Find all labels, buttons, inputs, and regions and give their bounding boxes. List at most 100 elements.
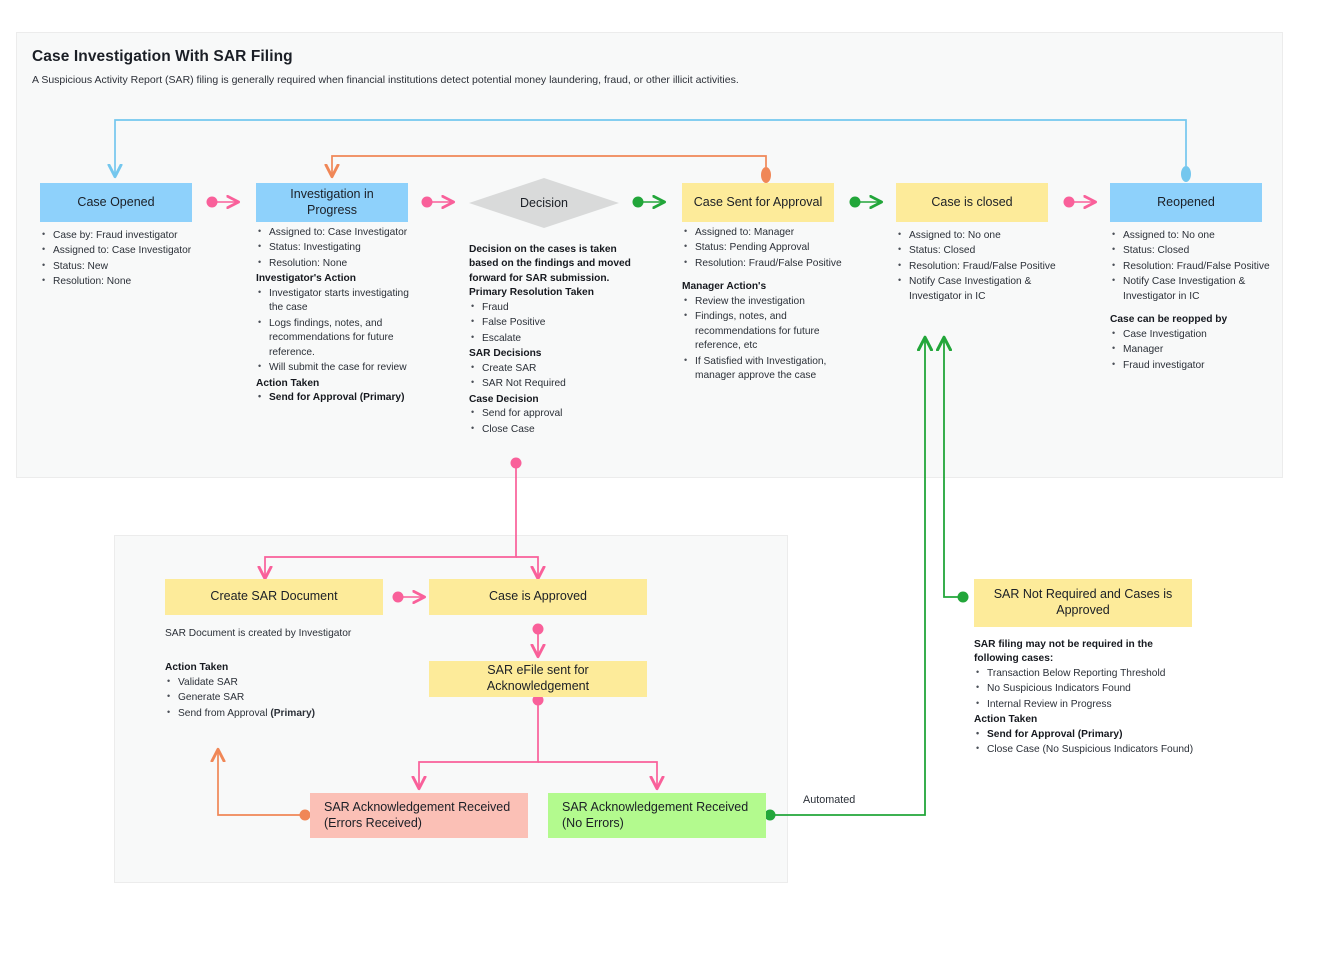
list-item: Notify Case Investigation & Investigator…: [898, 274, 1066, 304]
list-item: Create SAR: [471, 361, 634, 376]
section-title: Manager Action's: [682, 281, 767, 293]
node-label: SAR eFile sent for Acknowledgement: [486, 663, 590, 693]
node-label: Case Sent for Approval: [693, 194, 823, 209]
bullet-list: Send for Approval (Primary) Close Case (…: [974, 727, 1199, 758]
node-label: SAR Not Required and Cases is Approved: [993, 587, 1173, 617]
list-item: Resolution: Fraud/False Positive: [1112, 259, 1282, 274]
list-item: Internal Review in Progress: [976, 697, 1199, 712]
detail-case-is-closed: Assigned to: No one Status: Closed Resol…: [896, 228, 1066, 305]
detail-case-sent-for-approval: Assigned to: Manager Status: Pending App…: [682, 225, 842, 385]
node-label: Decision: [520, 196, 568, 210]
section-intro: SAR Document is created by Investigator: [165, 628, 352, 639]
node-case-sent-for-approval[interactable]: Case Sent for Approval: [682, 183, 834, 222]
list-item: Manager: [1112, 342, 1282, 357]
bullet-list: Create SAR SAR Not Required: [469, 361, 634, 392]
list-item: Case by: Fraud investigator: [42, 228, 205, 243]
section-title: Case Decision: [469, 393, 539, 405]
list-item: Assigned to: Manager: [684, 225, 842, 240]
node-sar-efile-sent[interactable]: SAR eFile sent for Acknowledgement: [429, 661, 647, 697]
bullet-list: Transaction Below Reporting Threshold No…: [974, 666, 1199, 712]
node-case-is-closed[interactable]: Case is closed: [896, 183, 1048, 222]
node-sar-ack-errors-received[interactable]: SAR Acknowledgement Received (Errors Rec…: [310, 793, 528, 838]
section-title: SAR Decisions: [469, 348, 542, 360]
list-item: Send from Approval (Primary): [167, 706, 415, 721]
bullet-list: Assigned to: No one Status: Closed Resol…: [1110, 228, 1282, 304]
node-label: Investigation in Progress: [290, 186, 374, 217]
page-header: Case Investigation With SAR Filing A Sus…: [32, 48, 1032, 87]
list-item: Case Investigation: [1112, 327, 1282, 342]
node-sar-not-required[interactable]: SAR Not Required and Cases is Approved: [974, 579, 1192, 627]
list-item: Status: Closed: [1112, 243, 1282, 258]
list-item: Send for Approval (Primary): [258, 390, 416, 405]
node-label: Case Opened: [77, 194, 155, 209]
top-flow-panel: [16, 32, 1283, 478]
list-item: Send for approval: [471, 406, 634, 421]
list-item: Investigator starts investigating the ca…: [258, 286, 416, 316]
list-item: Send for Approval (Primary): [976, 727, 1199, 742]
section-title: SAR filing may not be required in the fo…: [974, 639, 1153, 665]
bullet-list: Assigned to: Case Investigator Status: I…: [256, 225, 416, 271]
section-title: Investigator's Action: [256, 273, 356, 285]
list-item: Status: New: [42, 259, 205, 274]
list-item: Resolution: Fraud/False Positive: [684, 256, 842, 271]
bullet-list: Investigator starts investigating the ca…: [256, 286, 416, 376]
bullet-list: Assigned to: No one Status: Closed Resol…: [896, 228, 1066, 304]
detail-case-opened: Case by: Fraud investigator Assigned to:…: [40, 228, 205, 291]
node-investigation-in-progress[interactable]: Investigation in Progress: [256, 183, 408, 222]
bullet-list: Case Investigation Manager Fraud investi…: [1110, 327, 1282, 373]
node-reopened[interactable]: Reopened: [1110, 183, 1262, 222]
node-sar-ack-no-errors[interactable]: SAR Acknowledgement Received (No Errors): [548, 793, 766, 838]
list-item: Status: Investigating: [258, 240, 416, 255]
page-title: Case Investigation With SAR Filing: [32, 48, 293, 65]
list-item: Assigned to: No one: [1112, 228, 1282, 243]
bullet-list: Case by: Fraud investigator Assigned to:…: [40, 228, 205, 290]
detail-investigation-in-progress: Assigned to: Case Investigator Status: I…: [256, 225, 416, 407]
list-item-emphasis: (Primary): [270, 707, 316, 719]
list-item: Close Case (No Suspicious Indicators Fou…: [976, 742, 1199, 757]
detail-decision: Decision on the cases is taken based on …: [469, 243, 634, 438]
list-item: Generate SAR: [167, 690, 415, 705]
list-item: Fraud investigator: [1112, 358, 1282, 373]
list-item: Resolution: Fraud/False Positive: [898, 259, 1066, 274]
section-title: Action Taken: [256, 377, 320, 389]
list-item: Fraud: [471, 300, 634, 315]
list-item: Assigned to: No one: [898, 228, 1066, 243]
node-label: SAR Acknowledgement Received (No Errors): [562, 799, 749, 830]
section-title: Action Taken: [974, 714, 1038, 726]
detail-create-sar-document: SAR Document is created by Investigator …: [165, 627, 415, 722]
node-label: Reopened: [1157, 194, 1215, 209]
bullet-list: Assigned to: Manager Status: Pending App…: [682, 225, 842, 271]
node-case-is-approved[interactable]: Case is Approved: [429, 579, 647, 615]
list-item: Resolution: None: [42, 274, 205, 289]
bullet-list: Fraud False Positive Escalate: [469, 300, 634, 346]
list-item: Escalate: [471, 331, 634, 346]
section-title: Primary Resolution Taken: [469, 287, 594, 299]
node-create-sar-document[interactable]: Create SAR Document: [165, 579, 383, 615]
list-item: Will submit the case for review: [258, 360, 416, 375]
list-item: Close Case: [471, 422, 634, 437]
bullet-list: Send for Approval (Primary): [256, 390, 416, 405]
edge-label-automated: Automated: [803, 794, 856, 806]
node-case-opened[interactable]: Case Opened: [40, 183, 192, 222]
list-item: No Suspicious Indicators Found: [976, 681, 1199, 696]
bullet-list: Review the investigation Findings, notes…: [682, 294, 842, 384]
page-subtitle: A Suspicious Activity Report (SAR) filin…: [32, 74, 739, 86]
node-label: Case is Approved: [489, 589, 587, 604]
section-intro: Decision on the cases is taken based on …: [469, 244, 631, 284]
list-item: Review the investigation: [684, 294, 842, 309]
section-title: Action Taken: [165, 662, 229, 674]
list-item: If Satisfied with Investigation, manager…: [684, 354, 842, 384]
list-item: Notify Case Investigation & Investigator…: [1112, 274, 1282, 304]
node-label: Case is closed: [931, 194, 1013, 209]
list-item: Transaction Below Reporting Threshold: [976, 666, 1199, 681]
node-label: SAR Acknowledgement Received (Errors Rec…: [324, 799, 511, 830]
list-item: Status: Closed: [898, 243, 1066, 258]
list-item: Assigned to: Case Investigator: [42, 243, 205, 258]
list-item: Resolution: None: [258, 256, 416, 271]
list-item: False Positive: [471, 315, 634, 330]
node-label: Create SAR Document: [210, 589, 338, 604]
bullet-list: Validate SAR Generate SAR Send from Appr…: [165, 675, 415, 721]
detail-reopened: Assigned to: No one Status: Closed Resol…: [1110, 228, 1282, 374]
list-item: Validate SAR: [167, 675, 415, 690]
section-title: Case can be reopped by: [1110, 314, 1228, 326]
